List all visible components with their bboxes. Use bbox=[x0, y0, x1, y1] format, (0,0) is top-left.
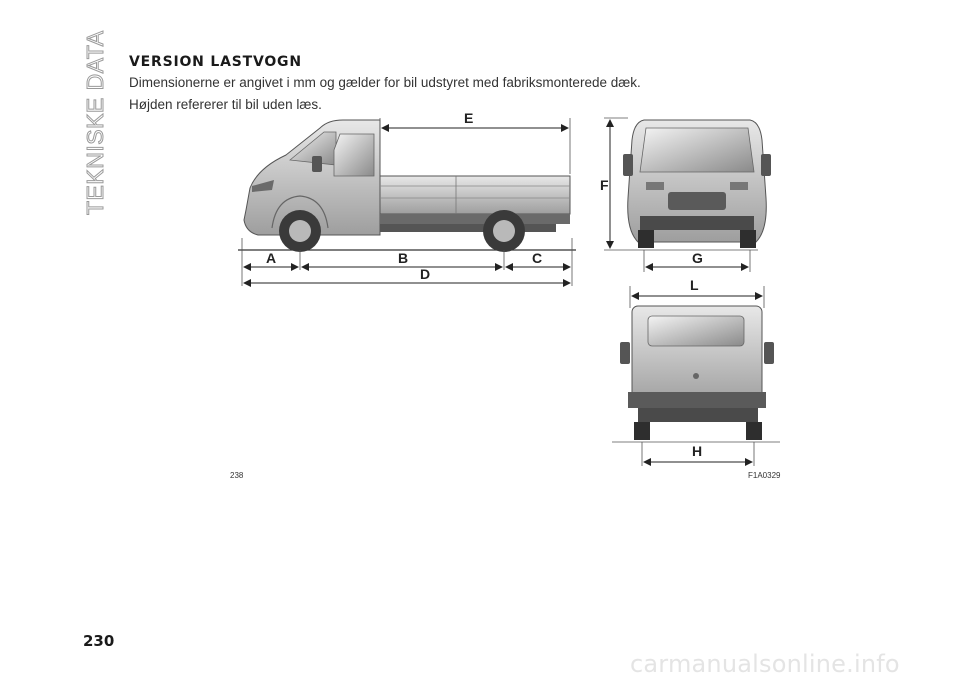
figure-code: F1A0329 bbox=[748, 471, 781, 480]
label-c: C bbox=[532, 250, 542, 266]
label-f: F bbox=[600, 177, 609, 193]
label-a: A bbox=[266, 250, 276, 266]
intro-line-1: Dimensionerne er angivet i mm og gælder … bbox=[129, 75, 641, 90]
section-title: VERSION LASTVOGN bbox=[129, 54, 302, 70]
label-b: B bbox=[398, 250, 408, 266]
rear-dimensions bbox=[612, 286, 780, 466]
figure-number: 238 bbox=[230, 471, 244, 480]
side-view-truck bbox=[238, 119, 576, 252]
front-dimensions bbox=[604, 117, 758, 272]
watermark: carmanualsonline.info bbox=[630, 650, 900, 678]
side-dimensions bbox=[241, 118, 573, 287]
rear-view-truck bbox=[620, 305, 774, 440]
section-side-tab-text: TEKNISKE DATA bbox=[82, 30, 109, 216]
label-d: D bbox=[420, 266, 430, 282]
label-g: G bbox=[692, 250, 703, 266]
front-view-truck bbox=[623, 119, 771, 248]
label-l: L bbox=[690, 277, 699, 293]
page-number: 230 bbox=[83, 632, 115, 650]
label-h: H bbox=[692, 443, 702, 459]
dimension-diagram: A B C D E F G bbox=[230, 110, 781, 480]
intro-text: Dimensionerne er angivet i mm og gælder … bbox=[129, 72, 641, 116]
label-e: E bbox=[464, 110, 473, 126]
dimension-figure: A B C D E F G bbox=[228, 110, 788, 490]
intro-line-2: Højden refererer til bil uden læs. bbox=[129, 97, 322, 112]
